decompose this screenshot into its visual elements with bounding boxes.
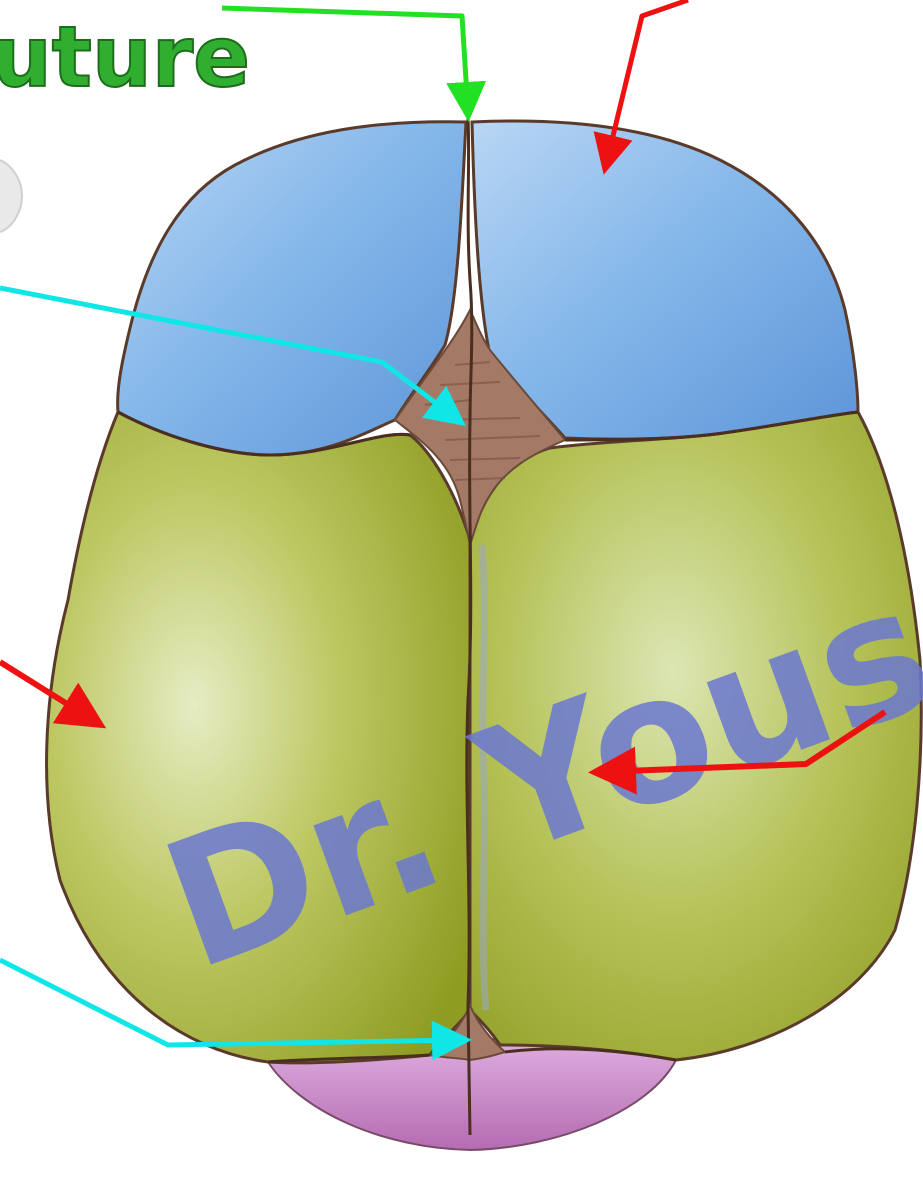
frontal-bone-right (472, 121, 858, 439)
heading-title: uture (0, 8, 250, 106)
green-arrow-icon (222, 8, 468, 112)
speech-bubble-edge (0, 160, 22, 232)
